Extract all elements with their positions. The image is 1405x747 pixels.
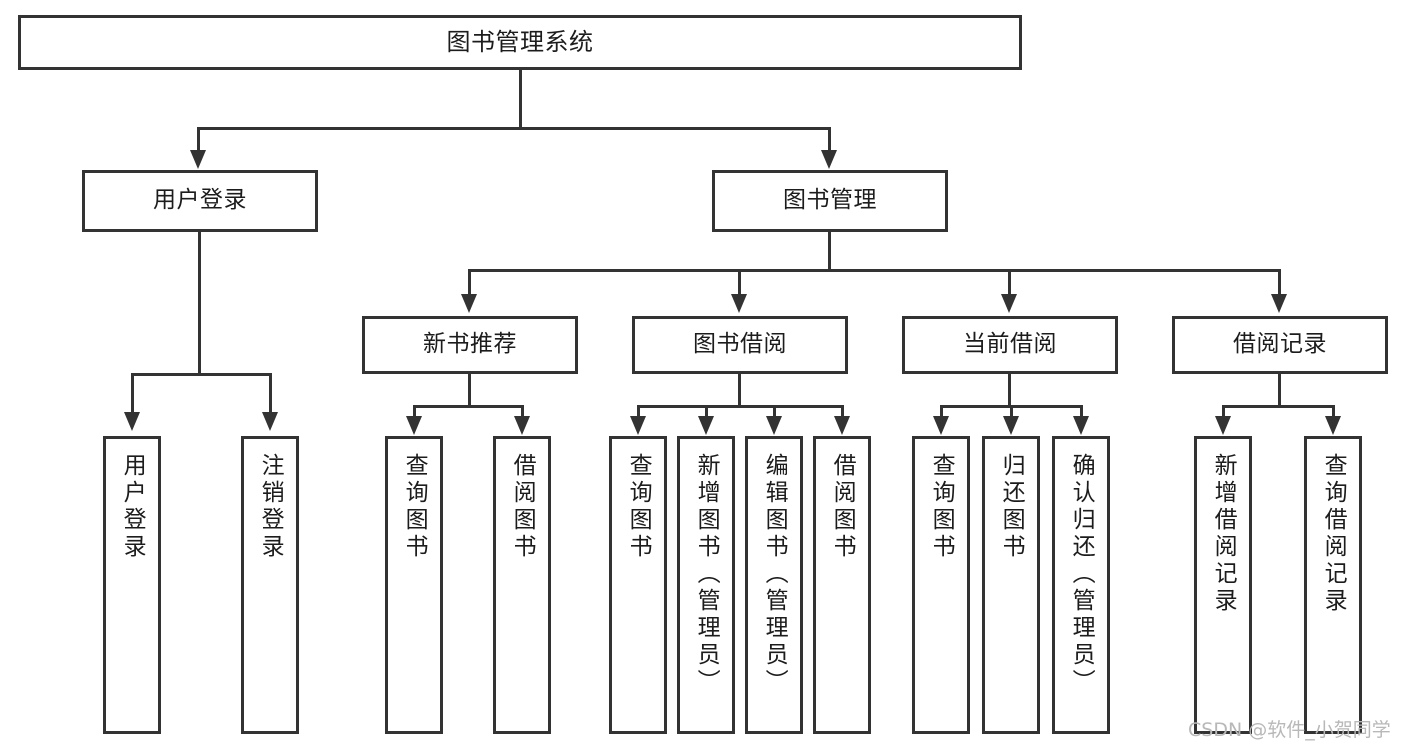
node-borrow-record[interactable]: 借阅记录 (1172, 316, 1388, 374)
connector-book-management-stem (828, 232, 831, 272)
node-book-borrow[interactable]: 图书借阅 (632, 316, 848, 374)
arrow-icon-user-login-to-login (124, 412, 140, 431)
connector-br-stem (1278, 374, 1281, 406)
connector-cb-drop-1 (940, 405, 943, 417)
connector-user-login-stem (198, 232, 201, 374)
arrow-icon-user-login-to-logout (262, 412, 278, 431)
connector-cb-drop-2 (1010, 405, 1013, 417)
node-leaf-br-add-record[interactable]: 新增借阅记录 (1194, 436, 1252, 734)
connector-br-bus (1222, 405, 1334, 408)
connector-bb-drop-2 (705, 405, 708, 417)
connector-cb-stem (1008, 374, 1011, 406)
node-label: 新书推荐 (423, 331, 517, 358)
node-leaf-cb-return-book[interactable]: 归还图书 (982, 436, 1040, 734)
connector-bm-drop-3 (1008, 269, 1011, 295)
connector-bb-drop-3 (773, 405, 776, 417)
arrow-icon-bm-to-book-borrow (731, 294, 747, 313)
connector-bb-bus (637, 405, 843, 408)
arrow-icon-bb-to-edit-book (766, 416, 782, 435)
node-leaf-br-query-record[interactable]: 查询借阅记录 (1304, 436, 1362, 734)
connector-bb-drop-4 (841, 405, 844, 417)
node-leaf-logout[interactable]: 注销登录 (241, 436, 299, 734)
node-label: 当前借阅 (963, 331, 1057, 358)
node-label: 编辑图书（管理员） (761, 453, 788, 696)
connector-root-bus (197, 127, 831, 130)
node-label: 借阅图书 (829, 453, 856, 561)
connector-user-login-drop-1 (131, 373, 134, 413)
connector-nbr-drop-2 (521, 405, 524, 417)
node-label: 借阅图书 (509, 453, 536, 561)
node-label: 查询借阅记录 (1320, 453, 1347, 615)
connector-user-login-bus (131, 373, 271, 376)
connector-br-drop-2 (1332, 405, 1335, 417)
arrow-icon-bb-to-borrow-book (834, 416, 850, 435)
arrow-icon-nbr-to-borrow-book (514, 416, 530, 435)
arrow-icon-br-to-add-record (1215, 416, 1231, 435)
node-label: 查询图书 (625, 453, 652, 561)
arrow-icon-root-to-user-login (190, 150, 206, 169)
connector-root-drop-2 (828, 127, 831, 152)
node-leaf-bb-query-book[interactable]: 查询图书 (609, 436, 667, 734)
connector-nbr-stem (468, 374, 471, 406)
node-label: 确认归还（管理员） (1068, 453, 1095, 696)
node-label: 图书管理 (783, 187, 877, 214)
connector-br-drop-1 (1222, 405, 1225, 417)
arrow-icon-bb-to-add-book (698, 416, 714, 435)
connector-bm-drop-4 (1278, 269, 1281, 295)
node-leaf-bb-borrow-book[interactable]: 借阅图书 (813, 436, 871, 734)
arrow-icon-bm-to-borrow-record (1271, 294, 1287, 313)
node-new-book-recommend[interactable]: 新书推荐 (362, 316, 578, 374)
connector-root-stem (519, 70, 522, 128)
connector-bm-drop-1 (468, 269, 471, 295)
node-leaf-nbr-query-book[interactable]: 查询图书 (385, 436, 443, 734)
arrow-icon-bb-to-query-book (630, 416, 646, 435)
node-label: 查询图书 (928, 453, 955, 561)
node-leaf-cb-query-book[interactable]: 查询图书 (912, 436, 970, 734)
node-label: 图书管理系统 (446, 28, 594, 57)
node-label: 新增图书（管理员） (693, 453, 720, 696)
node-leaf-nbr-borrow-book[interactable]: 借阅图书 (493, 436, 551, 734)
connector-bm-drop-2 (738, 269, 741, 295)
connector-user-login-drop-2 (269, 373, 272, 413)
node-label: 新增借阅记录 (1210, 453, 1237, 615)
arrow-icon-bm-to-new-book (461, 294, 477, 313)
connector-root-drop-1 (197, 127, 200, 152)
arrow-icon-cb-to-query-book (933, 416, 949, 435)
node-current-borrow[interactable]: 当前借阅 (902, 316, 1118, 374)
arrow-icon-root-to-book-manage (821, 150, 837, 169)
connector-cb-drop-3 (1080, 405, 1083, 417)
node-label: 借阅记录 (1233, 331, 1327, 358)
node-leaf-bb-edit-book[interactable]: 编辑图书（管理员） (745, 436, 803, 734)
node-user-login[interactable]: 用户登录 (82, 170, 318, 232)
node-label: 用户登录 (153, 187, 247, 214)
node-leaf-cb-confirm-return[interactable]: 确认归还（管理员） (1052, 436, 1110, 734)
connector-book-management-bus (468, 269, 1281, 272)
node-book-management[interactable]: 图书管理 (712, 170, 948, 232)
connector-bb-stem (738, 374, 741, 406)
arrow-icon-nbr-to-query-book (406, 416, 422, 435)
node-label: 用户登录 (119, 453, 146, 561)
node-root-system[interactable]: 图书管理系统 (18, 15, 1022, 70)
node-label: 图书借阅 (693, 331, 787, 358)
arrow-icon-cb-to-confirm-return (1073, 416, 1089, 435)
arrow-icon-cb-to-return-book (1003, 416, 1019, 435)
csdn-watermark: CSDN @软件_小贺同学 (1188, 719, 1391, 741)
node-label: 归还图书 (998, 453, 1025, 561)
node-label: 查询图书 (401, 453, 428, 561)
arrow-icon-bm-to-current-borrow (1001, 294, 1017, 313)
node-leaf-bb-add-book[interactable]: 新增图书（管理员） (677, 436, 735, 734)
arrow-icon-br-to-query-record (1325, 416, 1341, 435)
connector-nbr-bus (413, 405, 523, 408)
node-label: 注销登录 (257, 453, 284, 561)
connector-nbr-drop-1 (413, 405, 416, 417)
connector-bb-drop-1 (637, 405, 640, 417)
node-leaf-user-login[interactable]: 用户登录 (103, 436, 161, 734)
